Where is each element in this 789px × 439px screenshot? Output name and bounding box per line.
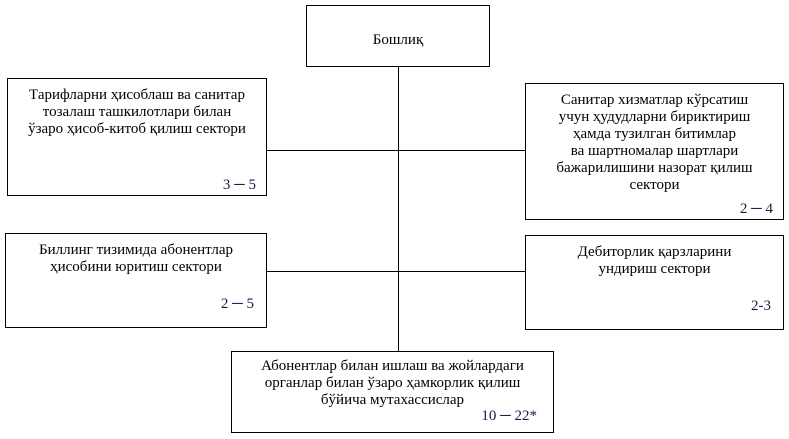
billing-sector-box: Биллинг тизимида абонентлар ҳисобини юри… bbox=[5, 233, 267, 328]
specialists-count: 10 ─ 22* bbox=[481, 408, 537, 424]
debt-sector-box: Дебиторлик қарзларини ундириш сектори 2-… bbox=[525, 235, 784, 330]
debt-sector-count: 2-3 bbox=[751, 298, 771, 314]
connector-row1-line bbox=[266, 150, 526, 151]
debt-sector-label: Дебиторлик қарзларини ундириш сектори bbox=[577, 244, 732, 277]
sanitary-sector-count: 2 ─ 4 bbox=[739, 201, 773, 217]
sanitary-sector-label: Санитар хизматлар кўрсатиш учун ҳудудлар… bbox=[556, 92, 753, 193]
tariff-sector-count: 3 ─ 5 bbox=[222, 177, 256, 193]
sanitary-sector-box: Санитар хизматлар кўрсатиш учун ҳудудлар… bbox=[525, 83, 784, 220]
vertical-trunk-line bbox=[398, 66, 399, 352]
head-label: Бошлиқ bbox=[372, 32, 424, 48]
specialists-label: Абонентлар билан ишлаш ва жойлардаги орг… bbox=[261, 358, 524, 408]
tariff-sector-box: Тарифларни ҳисоблаш ва санитар тозалаш т… bbox=[7, 78, 267, 196]
specialists-box: Абонентлар билан ишлаш ва жойлардаги орг… bbox=[231, 351, 554, 433]
tariff-sector-label: Тарифларни ҳисоблаш ва санитар тозалаш т… bbox=[28, 87, 246, 137]
connector-row2-line bbox=[266, 271, 526, 272]
head-box: Бошлиқ bbox=[306, 5, 490, 67]
billing-sector-count: 2 ─ 5 bbox=[220, 296, 254, 312]
billing-sector-label: Биллинг тизимида абонентлар ҳисобини юри… bbox=[39, 242, 233, 275]
